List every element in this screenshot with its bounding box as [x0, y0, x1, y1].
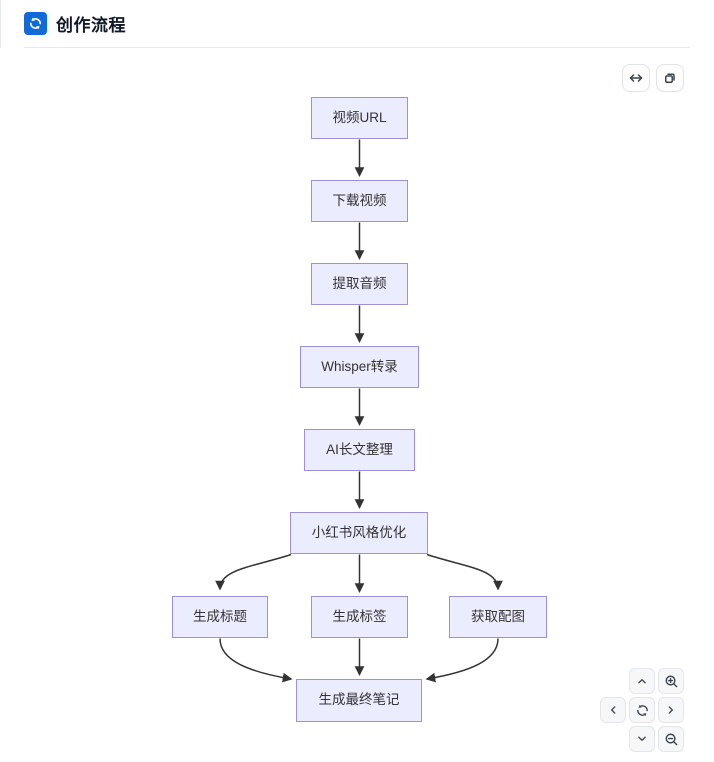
expand-horizontal-icon	[629, 74, 643, 82]
flowchart-node-download-video: 下载视频	[311, 180, 408, 222]
zoom-out-icon	[665, 733, 677, 745]
flowchart-node-final-note: 生成最终笔记	[296, 679, 422, 722]
flowchart-node-gen-title: 生成标题	[172, 596, 268, 638]
pan-left-button[interactable]	[600, 697, 626, 723]
zoom-in-button[interactable]	[658, 668, 684, 694]
copy-button[interactable]	[656, 64, 684, 92]
pan-down-button[interactable]	[629, 726, 655, 752]
flowchart-node-extract-audio: 提取音频	[311, 263, 408, 305]
flowchart-node-whisper-transcribe: Whisper转录	[300, 346, 419, 388]
chevron-right-icon	[668, 706, 673, 714]
panel-header: 创作流程	[24, 0, 690, 48]
copy-icon	[665, 73, 675, 83]
expand-width-button[interactable]	[622, 64, 650, 92]
zoom-out-button[interactable]	[658, 726, 684, 752]
sync-logo-icon	[24, 12, 47, 35]
flowchart-node-video-url: 视频URL	[311, 97, 408, 139]
flowchart-node-xhs-style: 小红书风格优化	[290, 512, 428, 554]
flowchart-node-ai-longform: AI长文整理	[304, 429, 415, 471]
chevron-up-icon	[638, 679, 646, 684]
flowchart-node-get-images: 获取配图	[449, 596, 547, 638]
page-title: 创作流程	[56, 16, 126, 35]
zoom-in-icon	[665, 675, 677, 687]
reset-view-button[interactable]	[629, 697, 655, 723]
diagram-canvas[interactable]	[0, 48, 714, 762]
flowchart-node-gen-tags: 生成标签	[311, 596, 408, 638]
pan-right-button[interactable]	[658, 697, 684, 723]
chevron-left-icon	[611, 706, 616, 714]
pan-up-button[interactable]	[629, 668, 655, 694]
sync-icon	[636, 704, 648, 716]
chevron-down-icon	[638, 736, 646, 741]
